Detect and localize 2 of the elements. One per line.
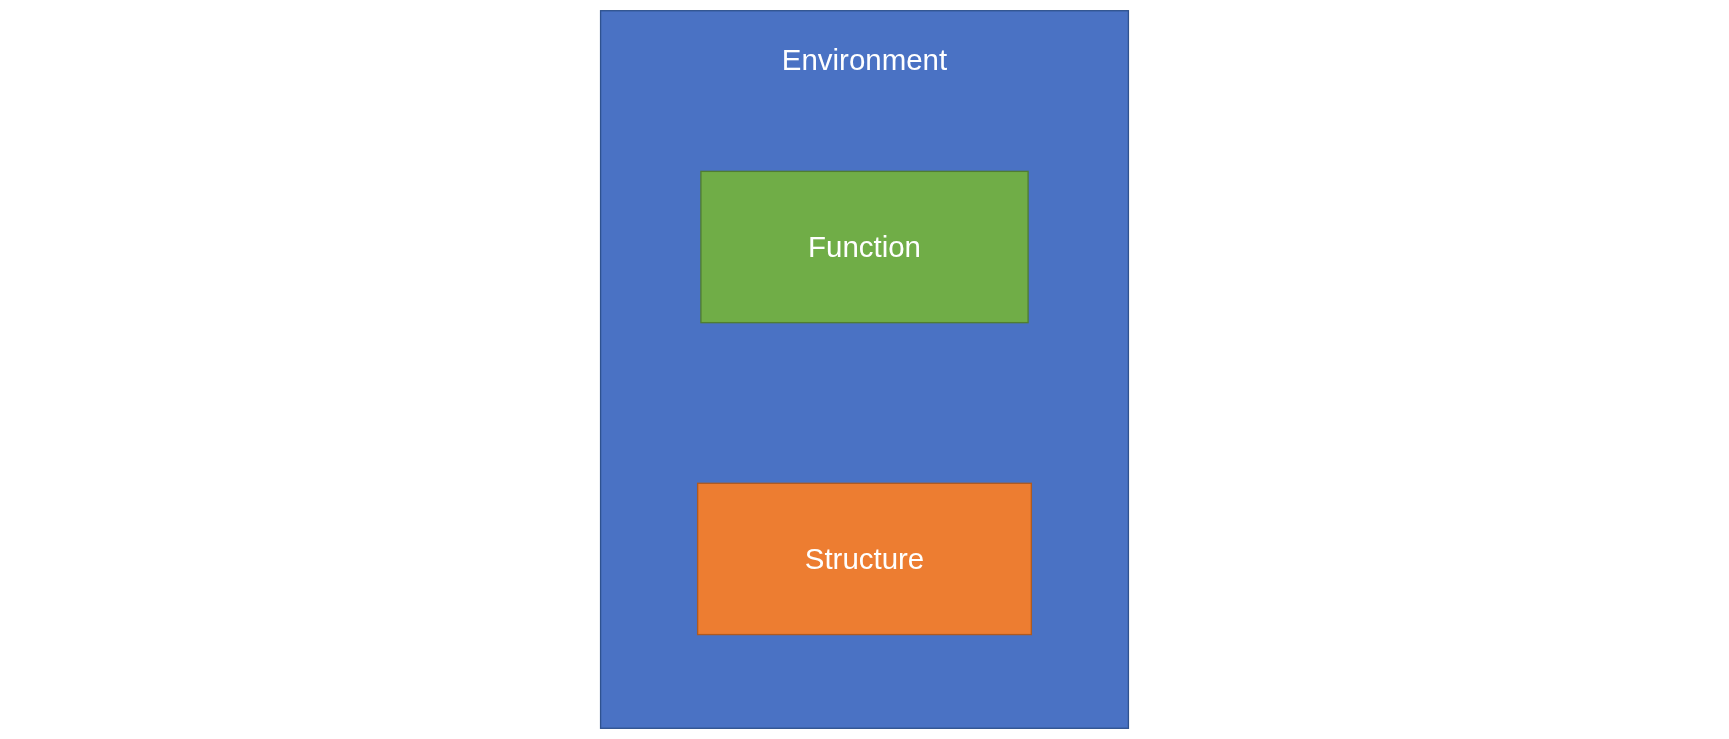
node-box: Structure [697,482,1032,636]
node-box: Function [700,170,1029,324]
